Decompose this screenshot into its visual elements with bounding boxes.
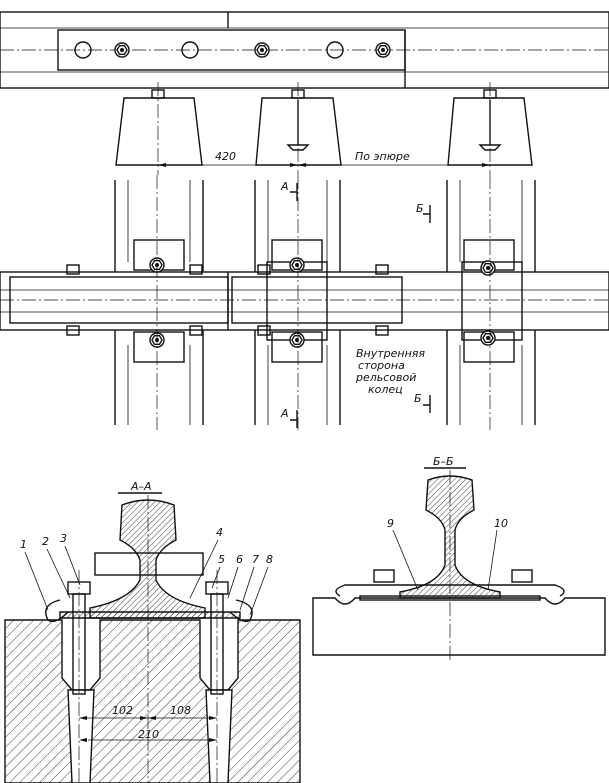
section-b-b: Б–Б 9 10 [312, 455, 606, 660]
bolt-icon [254, 42, 270, 58]
dim-420: 420 [215, 150, 236, 163]
bolt-icon [114, 42, 130, 58]
svg-text:8: 8 [266, 553, 273, 566]
svg-text:4: 4 [216, 526, 223, 539]
svg-text:2: 2 [42, 535, 49, 548]
svg-text:колец: колец [368, 383, 403, 396]
fishplate-bolt [94, 552, 204, 576]
bolt-icon [480, 260, 496, 276]
svg-text:6: 6 [236, 553, 243, 566]
sleeper-right [447, 82, 533, 175]
inner-side-note: Внутренняя сторона рельсовой колец [355, 347, 425, 396]
svg-text:7: 7 [252, 553, 259, 566]
svg-text:5: 5 [218, 553, 225, 566]
section-mark-b-top: Б [416, 202, 424, 215]
bolt-icon [289, 257, 305, 273]
svg-text:сторона: сторона [358, 359, 405, 372]
svg-text:рельсовой: рельсовой [355, 371, 416, 384]
rail-profile [89, 499, 206, 619]
sleeper-b [312, 597, 606, 656]
section-mark-a-bottom: А [280, 407, 289, 420]
sleeper-left [115, 82, 203, 175]
rail-plan [0, 271, 609, 331]
svg-text:1: 1 [20, 538, 27, 551]
bolt-icon [480, 330, 496, 346]
section-mark-a-top: А [280, 180, 289, 193]
callout-10: 10 [494, 517, 508, 530]
fishplate-plan-right [231, 276, 403, 324]
dim-by-diagram: По эпюре [355, 150, 410, 163]
callout-9: 9 [387, 517, 394, 530]
bolt-icon [375, 42, 391, 58]
section-b-b-title: Б–Б [433, 455, 454, 468]
sleeper-middle [255, 82, 342, 175]
sleeper-section [4, 619, 301, 783]
side-elevation: 420 По эпюре [0, 11, 609, 175]
callouts-a-a: 1 2 3 4 5 6 7 8 [20, 526, 273, 616]
svg-text:3: 3 [60, 532, 67, 545]
rail-side [0, 11, 609, 89]
dim-108: 108 [170, 704, 191, 717]
section-a-a-title: А–А [130, 480, 152, 493]
plan-view: А А Б Б Внутренняя сторона рельсовой кол… [0, 175, 609, 430]
svg-text:Внутренняя: Внутренняя [356, 347, 425, 360]
dim-102: 102 [112, 704, 133, 717]
section-mark-b-bottom: Б [414, 392, 422, 405]
dim-210: 210 [138, 728, 159, 741]
section-a-a: А–А 1 2 3 4 5 6 7 8 102 108 2 1 [4, 480, 301, 783]
bolt-icon [289, 332, 305, 348]
